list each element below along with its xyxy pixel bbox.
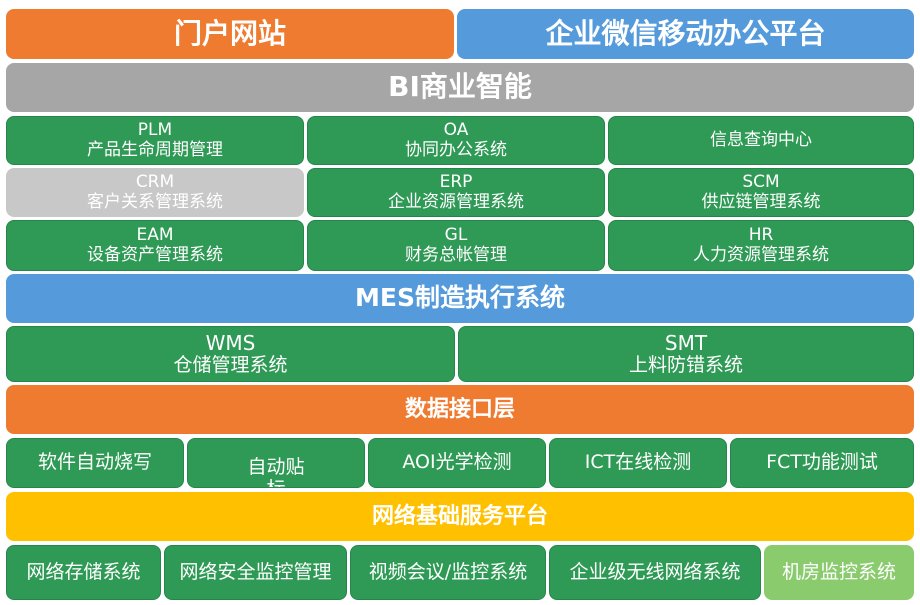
hr-box: HR 人力资源管理系统 xyxy=(608,220,914,271)
erp-code: ERP xyxy=(439,171,473,192)
net-datacenter: 机房监控系统 xyxy=(764,545,914,600)
mes-label: MES制造执行系统 xyxy=(355,283,565,313)
bi-label: BI商业智能 xyxy=(388,70,532,104)
wechat-platform-box: 企业微信移动办公平台 xyxy=(457,9,914,59)
oa-box: OA 协同办公系统 xyxy=(307,116,605,165)
net-security-label: 网络安全监控管理 xyxy=(179,560,332,583)
net-storage-label: 网络存储系统 xyxy=(26,560,141,583)
wechat-platform-label: 企业微信移动办公平台 xyxy=(545,16,826,50)
eam-code: EAM xyxy=(136,224,174,245)
gl-code: GL xyxy=(444,224,468,245)
net-wireless-label: 企业级无线网络系统 xyxy=(569,560,741,583)
eam-box: EAM 设备资产管理系统 xyxy=(6,220,304,271)
equip-software-burn-label: 软件自动烧写 xyxy=(37,451,152,474)
equip-aoi: AOI光学检测 xyxy=(368,438,546,488)
hr-name: 人力资源管理系统 xyxy=(693,244,829,265)
smt-name: 上料防错系统 xyxy=(628,353,743,376)
net-datacenter-label: 机房监控系统 xyxy=(781,560,896,583)
gl-name: 财务总帐管理 xyxy=(405,244,507,265)
plm-code: PLM xyxy=(137,119,173,140)
net-storage: 网络存储系统 xyxy=(6,545,161,600)
bi-band: BI商业智能 xyxy=(6,63,914,112)
wms-box: WMS 仓储管理系统 xyxy=(6,326,455,382)
erp-box: ERP 企业资源管理系统 xyxy=(307,168,605,217)
network-platform-band: 网络基础服务平台 xyxy=(6,492,914,541)
net-video: 视频会议/监控系统 xyxy=(350,545,546,600)
net-security: 网络安全监控管理 xyxy=(164,545,347,600)
info-query-name: 信息查询中心 xyxy=(710,129,812,150)
wms-code: WMS xyxy=(205,330,256,355)
scm-box: SCM 供应链管理系统 xyxy=(608,168,914,217)
equip-aoi-label: AOI光学检测 xyxy=(402,451,512,474)
equip-auto-label: 自动贴标 xyxy=(187,438,365,488)
net-video-label: 视频会议/监控系统 xyxy=(368,560,528,583)
equip-software-burn: 软件自动烧写 xyxy=(6,438,184,488)
info-query-box: 信息查询中心 xyxy=(608,116,914,165)
wms-name: 仓储管理系统 xyxy=(173,353,288,376)
smt-code: SMT xyxy=(664,330,708,355)
network-platform-label: 网络基础服务平台 xyxy=(371,503,548,529)
mes-band: MES制造执行系统 xyxy=(6,274,914,323)
crm-code: CRM xyxy=(135,171,175,192)
crm-box: CRM 客户关系管理系统 xyxy=(6,168,304,217)
plm-name: 产品生命周期管理 xyxy=(87,139,223,160)
crm-name: 客户关系管理系统 xyxy=(87,191,223,212)
data-interface-band: 数据接口层 xyxy=(6,385,914,434)
oa-name: 协同办公系统 xyxy=(405,139,507,160)
portal-box: 门户网站 xyxy=(6,9,454,59)
equip-fct: FCT功能测试 xyxy=(730,438,914,488)
gl-box: GL 财务总帐管理 xyxy=(307,220,605,271)
smt-box: SMT 上料防错系统 xyxy=(458,326,914,382)
hr-code: HR xyxy=(748,224,774,245)
equip-fct-label: FCT功能测试 xyxy=(766,451,878,474)
equip-auto-label-text: 自动贴标 xyxy=(247,456,305,487)
data-interface-label: 数据接口层 xyxy=(404,396,515,422)
erp-name: 企业资源管理系统 xyxy=(388,191,524,212)
net-wireless: 企业级无线网络系统 xyxy=(549,545,761,600)
scm-code: SCM xyxy=(742,171,780,192)
equip-ict-label: ICT在线检测 xyxy=(584,451,692,474)
oa-code: OA xyxy=(443,119,469,140)
scm-name: 供应链管理系统 xyxy=(701,191,821,212)
eam-name: 设备资产管理系统 xyxy=(87,244,223,265)
equip-ict: ICT在线检测 xyxy=(549,438,727,488)
plm-box: PLM 产品生命周期管理 xyxy=(6,116,304,165)
portal-label: 门户网站 xyxy=(173,16,286,50)
